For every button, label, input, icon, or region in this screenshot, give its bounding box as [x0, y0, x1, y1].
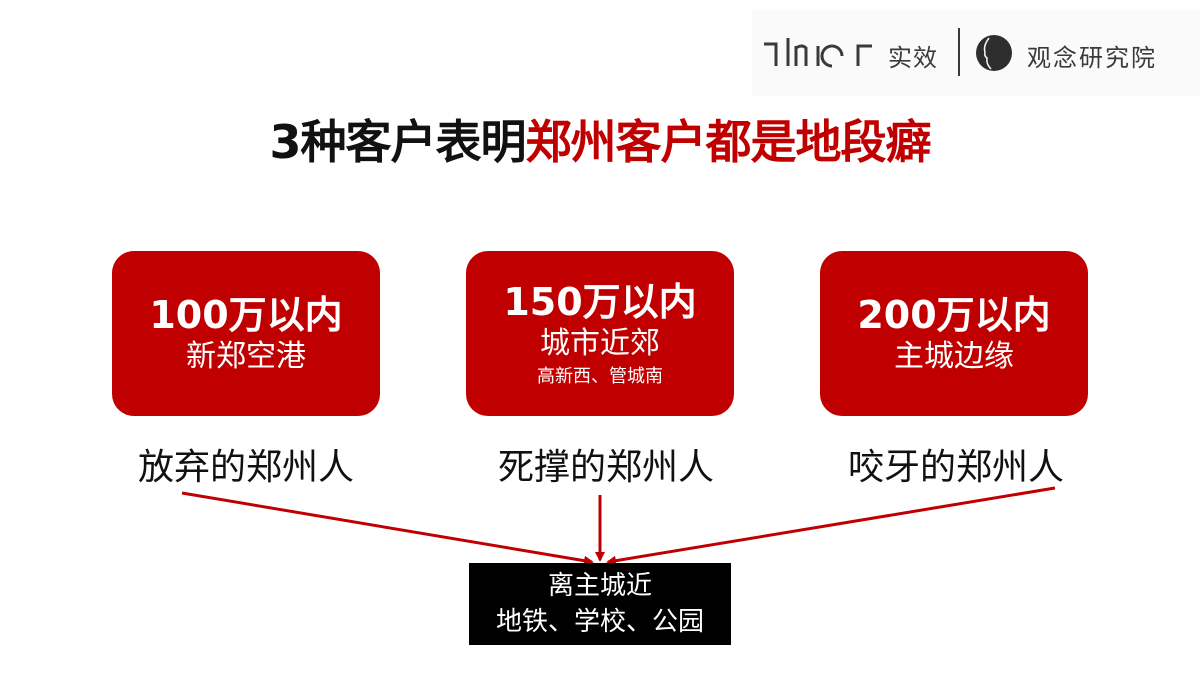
- card-area: 主城边缘: [894, 338, 1014, 374]
- card-area: 新郑空港: [186, 338, 306, 374]
- card-subarea: 高新西、管城南: [537, 365, 663, 387]
- price-card-100: 100万以内 新郑空港: [112, 251, 380, 416]
- customer-label-holdon: 死撑的郑州人: [497, 447, 714, 488]
- think-logo-icon: [762, 36, 880, 68]
- card-area: 城市近郊: [540, 325, 660, 361]
- page-title: 3种客户表明郑州客户都是地段癖: [0, 112, 1200, 172]
- logo-divider: [958, 28, 960, 76]
- head-profile-icon: [975, 34, 1013, 72]
- conclusion-box: 离主城近 地铁、学校、公园: [469, 563, 731, 645]
- institute-name: 观念研究院: [1027, 44, 1157, 72]
- card-price: 150万以内: [503, 279, 697, 324]
- customer-label-giveup: 放弃的郑州人: [137, 447, 354, 488]
- arrow-right: [606, 486, 1056, 566]
- title-prefix: 3种客户表明: [269, 115, 526, 169]
- customer-label-stretch: 咬牙的郑州人: [847, 447, 1064, 488]
- brand-name: 实效: [888, 44, 938, 72]
- price-card-200: 200万以内 主城边缘: [820, 251, 1088, 416]
- card-price: 100万以内: [149, 292, 343, 337]
- card-price: 200万以内: [857, 292, 1051, 337]
- title-highlight: 郑州客户都是地段癖: [525, 115, 932, 169]
- arrow-left: [181, 491, 594, 566]
- conclusion-line-1: 离主城近: [547, 571, 652, 601]
- conclusion-line-2: 地铁、学校、公园: [495, 607, 704, 637]
- price-card-150: 150万以内 城市近郊 高新西、管城南: [466, 251, 734, 416]
